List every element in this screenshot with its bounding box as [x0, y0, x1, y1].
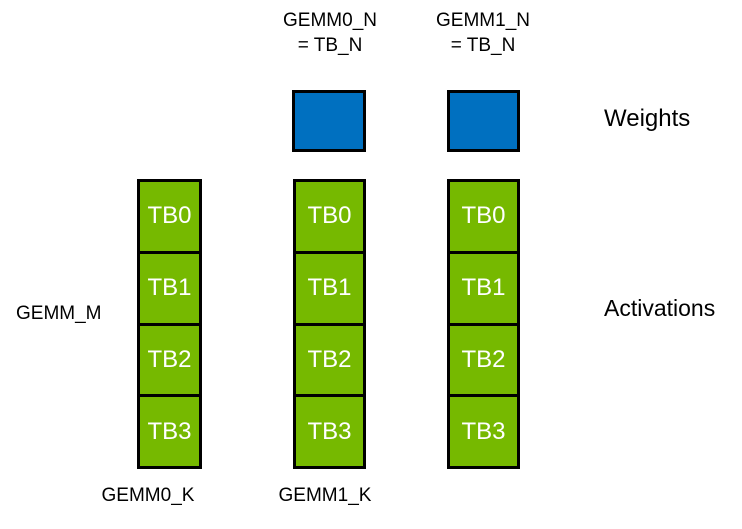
gemm1-n-header-label: GEMM1_N = TB_N [408, 8, 558, 58]
tb-block: TB3 [450, 397, 517, 466]
gemm0-n-line1: GEMM0_N [283, 10, 377, 31]
tb-block: TB2 [450, 325, 517, 395]
gemm1-k-label: GEMM1_K [278, 485, 372, 506]
activation-column-1: TB0 TB1 TB2 TB3 [293, 179, 366, 469]
activation-column-0: TB0 TB1 TB2 TB3 [137, 179, 202, 469]
tb-block: TB0 [450, 182, 517, 251]
gemm0-n-line2: = TB_N [297, 35, 363, 56]
tb-block: TB1 [140, 253, 199, 323]
weights-label: Weights [604, 105, 691, 132]
tb-block: TB0 [140, 182, 199, 251]
gemm1-n-line1: GEMM1_N [436, 10, 530, 31]
weight-block-gemm1 [447, 90, 520, 152]
activations-label: Activations [604, 295, 716, 321]
tb-block: TB2 [140, 325, 199, 395]
tb-block: TB1 [296, 253, 363, 323]
tb-block: TB0 [296, 182, 363, 251]
tb-block: TB2 [296, 325, 363, 395]
gemm0-n-header-label: GEMM0_N = TB_N [255, 8, 405, 58]
gemm0-k-label: GEMM0_K [101, 485, 195, 506]
activation-column-2: TB0 TB1 TB2 TB3 [447, 179, 520, 469]
gemm1-n-line2: = TB_N [450, 35, 516, 56]
tb-block: TB3 [296, 397, 363, 466]
weight-block-gemm0 [292, 90, 366, 152]
gemm-m-label: GEMM_M [16, 303, 102, 324]
tb-block: TB1 [450, 253, 517, 323]
tb-block: TB3 [140, 397, 199, 466]
